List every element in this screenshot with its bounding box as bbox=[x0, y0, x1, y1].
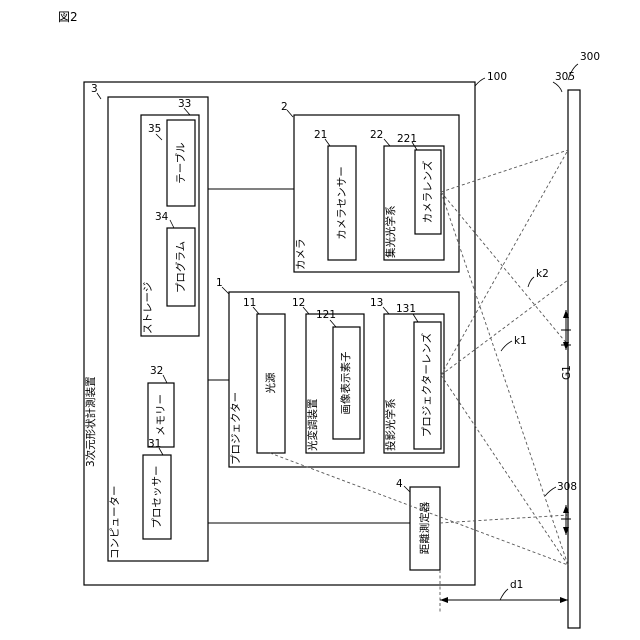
ref-308: 308 bbox=[557, 481, 577, 493]
ref-121: 121 bbox=[316, 309, 336, 321]
leader-d1 bbox=[500, 589, 508, 600]
ref-4: 4 bbox=[396, 478, 403, 490]
ref-32: 32 bbox=[150, 365, 163, 377]
projector-label: プロジェクター bbox=[230, 392, 242, 465]
ref-35: 35 bbox=[148, 123, 161, 135]
table-label: テーブル bbox=[174, 142, 187, 183]
ref-21: 21 bbox=[314, 129, 327, 141]
d1-arrow-left bbox=[440, 597, 448, 603]
leader-k1 bbox=[501, 341, 512, 351]
leader-100 bbox=[475, 78, 485, 86]
ref-1: 1 bbox=[216, 277, 223, 289]
ref-131: 131 bbox=[396, 303, 416, 315]
memory-label: メモリー bbox=[155, 394, 167, 436]
light-modulator-label: 光変調装置 bbox=[306, 399, 319, 452]
ref-k1: k1 bbox=[514, 335, 527, 347]
ref-k2: k2 bbox=[536, 268, 549, 280]
ref-305: 305 bbox=[555, 71, 575, 83]
ref-d1: d1 bbox=[510, 579, 523, 591]
condensing-optics-label: 集光光学系 bbox=[384, 206, 397, 259]
ref-13: 13 bbox=[370, 297, 383, 309]
ref-22: 22 bbox=[370, 129, 383, 141]
ref-12: 12 bbox=[292, 297, 305, 309]
screen-surface bbox=[568, 90, 580, 628]
program-label: プログラム bbox=[174, 241, 187, 293]
leader-305 bbox=[553, 82, 562, 92]
processor-label: プロセッサー bbox=[151, 466, 163, 529]
computer-label: コンピューター bbox=[109, 486, 121, 560]
leader-308 bbox=[545, 487, 556, 496]
projector-lens-label: プロジェクターレンズ bbox=[420, 333, 433, 437]
storage-label: ストレージ bbox=[142, 282, 154, 334]
device-label: 3次元形状計測装置 bbox=[84, 376, 97, 467]
camera-sensor-label: カメラセンサー bbox=[336, 166, 348, 240]
ref-300: 300 bbox=[580, 51, 600, 63]
ref-221: 221 bbox=[397, 133, 417, 145]
projection-optics-label: 投影光学系 bbox=[384, 399, 397, 452]
ref-33: 33 bbox=[178, 98, 191, 110]
ref-100: 100 bbox=[487, 71, 507, 83]
ref-3: 3 bbox=[91, 83, 98, 95]
light-source-label: 光源 bbox=[264, 372, 277, 393]
camera-label: カメラ bbox=[295, 239, 307, 271]
camera-lens-label: カメラレンズ bbox=[421, 161, 434, 224]
ref-34: 34 bbox=[155, 211, 169, 223]
ref-31: 31 bbox=[148, 438, 161, 450]
ref-2: 2 bbox=[281, 101, 288, 113]
ref-11: 11 bbox=[243, 297, 256, 309]
d1-arrow-right bbox=[560, 597, 568, 603]
image-display-element-label: 画像表示素子 bbox=[339, 352, 352, 415]
ref-g1: G1 bbox=[561, 365, 573, 380]
leader-k2 bbox=[528, 277, 534, 287]
